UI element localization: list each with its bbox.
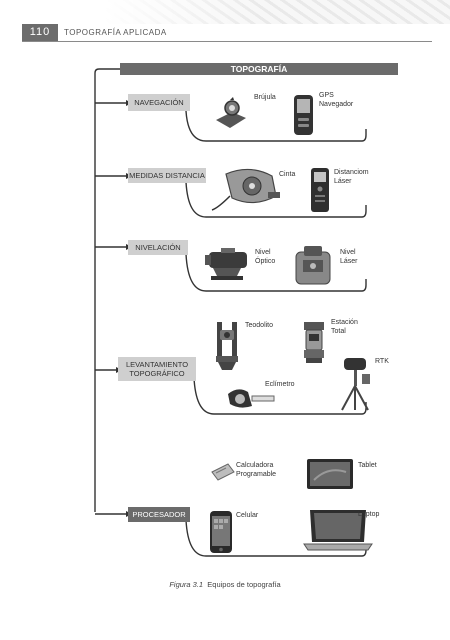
page-number: 110: [22, 24, 58, 41]
trunk-line: [94, 68, 120, 512]
bracket-navegacion: [185, 110, 367, 142]
calculator-icon: [211, 463, 235, 481]
gps-device-icon: [294, 95, 313, 135]
label-gps-navegador: GPS Navegador: [319, 91, 353, 109]
label-cinta: Cinta: [279, 171, 296, 178]
compass-icon: [216, 97, 246, 128]
label-gps-line1: GPS: [319, 92, 334, 99]
cellphone-icon: [210, 511, 232, 553]
tablet-icon: [307, 459, 353, 489]
label-nivel-optico-line1: Nivel: [255, 249, 271, 256]
label-calculadora-line2: Programable: [236, 471, 277, 479]
label-nivel-optico-line2: Óptico: [255, 258, 276, 266]
bracket-levantamiento: [193, 377, 367, 415]
caption-label: Figura 3.1: [169, 580, 204, 589]
figure-caption: Figura 3.1 Equipos de topografía: [0, 580, 450, 589]
diagram-title: TOPOGRAFÍA: [120, 63, 398, 75]
label-calculadora: Calculadora Programable: [236, 461, 276, 479]
label-estacion-total: Estación Total: [331, 318, 358, 336]
label-nivel-optico: Nivel Óptico: [255, 248, 275, 266]
measuring-tape-icon: [211, 168, 280, 211]
category-levantamiento-line1: LEVANTAMIENTO: [125, 359, 189, 369]
laser-level-icon: [295, 246, 331, 285]
label-laptop: Laptop: [358, 511, 380, 518]
theodolite-icon: [216, 322, 238, 370]
category-levantamiento-topografico: LEVANTAMIENTO TOPOGRÁFICO: [118, 357, 196, 381]
category-navegacion: NAVEGACIÓN: [128, 94, 190, 111]
category-levantamiento-line2: TOPOGRÁFICO: [129, 369, 185, 378]
label-estacion-line2: Total: [331, 328, 346, 336]
label-rtk: RTK: [375, 358, 389, 365]
label-nivel-laser: Nivel Láser: [340, 248, 358, 266]
category-procesador: PROCESADOR: [128, 507, 190, 522]
label-nivel-laser-line1: Nivel: [340, 249, 356, 256]
label-gps-line2: Navegador: [319, 101, 354, 109]
label-calculadora-line1: Calculadora: [236, 462, 274, 469]
bracket-nivelacion: [185, 253, 367, 292]
bracket-procesador: [185, 519, 367, 557]
category-nivelacion: NIVELACIÓN: [128, 240, 188, 255]
header-banner-fade: [0, 0, 260, 24]
running-head: TOPOGRAFÍA APLICADA: [64, 28, 167, 37]
label-distanciometro-line1: Distanciom: [334, 169, 369, 176]
label-celular: Celular: [236, 512, 259, 519]
label-nivel-laser-line2: Láser: [340, 258, 358, 266]
label-brujula: Brújula: [254, 94, 276, 101]
label-tablet: Tablet: [358, 462, 377, 469]
caption-text: Equipos de topografía: [207, 580, 281, 589]
label-estacion-line1: Estación: [331, 319, 358, 326]
clinometer-icon: [228, 389, 275, 408]
total-station-icon: [304, 322, 324, 363]
laptop-icon: [303, 510, 373, 551]
label-teodolito: Teodolito: [245, 322, 274, 329]
header-rule: [22, 41, 432, 42]
label-distanciometro: Distanciom Láser: [334, 168, 369, 186]
label-distanciometro-line2: Láser: [334, 178, 352, 186]
bracket-medidas: [185, 181, 367, 218]
label-eclimetro: Eclímetro: [265, 381, 295, 388]
rtk-receiver-icon: [341, 358, 370, 411]
laser-distance-meter-icon: [311, 168, 329, 212]
category-medidas-distancia: MEDIDAS DISTANCIA: [128, 168, 206, 183]
optical-level-icon: [205, 248, 247, 280]
